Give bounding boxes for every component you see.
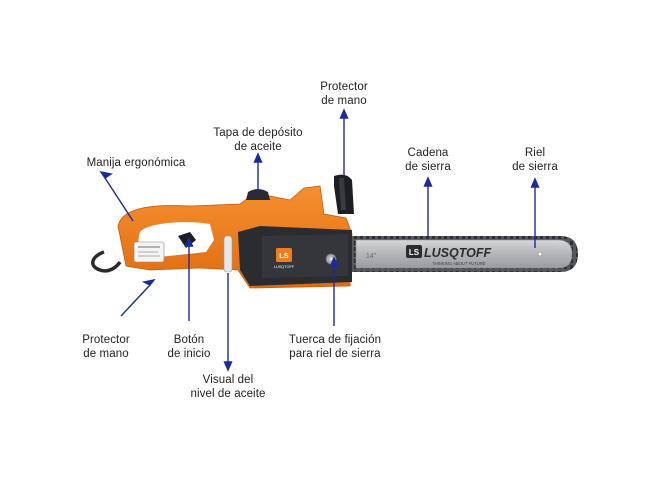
label-chain: Cadena de sierra	[405, 147, 451, 173]
label-start-button: Botón de inicio	[167, 334, 211, 360]
label-oil-level: Visual del nivel de aceite	[190, 374, 266, 400]
arrow-oil-cap	[253, 152, 263, 194]
arrow-hand-guard-top	[339, 108, 349, 176]
svg-text:14": 14"	[366, 253, 377, 260]
oil-cap-shape	[246, 189, 270, 200]
arrow-hand-guard-bottom	[120, 278, 156, 317]
label-oil-cap: Tapa de depósito de aceite	[213, 127, 303, 153]
label-bar: Riel de sierra	[512, 147, 558, 173]
label-hand-guard-top: Protector de mano	[320, 81, 368, 107]
svg-text:LS: LS	[279, 251, 289, 260]
chainsaw-illustration: 14" LS LUSQTOFF THINKING ABOUT FUTURE	[91, 174, 578, 289]
arrow-bar-nut	[329, 256, 339, 326]
power-cord	[91, 250, 122, 273]
arrow-chain	[423, 176, 433, 236]
bar-tagline-text: THINKING ABOUT FUTURE	[432, 261, 486, 266]
oil-level-window	[223, 235, 233, 273]
arrow-bar	[530, 177, 540, 248]
bar-logo: LS LUSQTOFF THINKING ABOUT FUTURE	[406, 245, 491, 266]
motor-badge-text: LUSQTOFF	[274, 265, 295, 269]
label-handle: Manija ergonómica	[86, 157, 186, 169]
pointer-arrows	[99, 108, 540, 372]
label-hand-guard-bottom: Protector de mano	[82, 334, 130, 360]
svg-text:LS: LS	[409, 248, 420, 257]
arrow-start-button	[184, 236, 194, 321]
start-button-shape	[178, 232, 196, 248]
label-bar-nut: Tuerca de fijación para riel de sierra	[288, 334, 382, 360]
arrow-handle	[99, 170, 134, 222]
bar-brand-text: LUSQTOFF	[424, 246, 491, 260]
motor-badge	[276, 248, 292, 262]
arrow-oil-level	[223, 273, 233, 372]
